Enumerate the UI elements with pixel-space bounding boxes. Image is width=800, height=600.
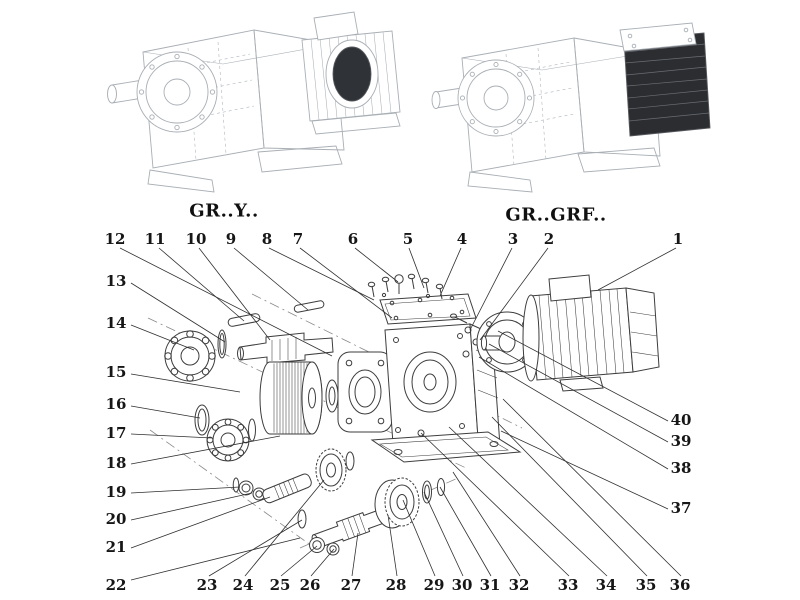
callout-15: 15 xyxy=(105,363,127,381)
callout-25: 25 xyxy=(269,576,291,594)
intermediate-washers xyxy=(232,477,266,501)
ball-bearing-a xyxy=(164,330,216,382)
callout-7: 7 xyxy=(292,230,304,248)
callout-31: 31 xyxy=(479,576,501,594)
top-cover xyxy=(379,293,477,325)
variant-label-gr-y: GR..Y.. xyxy=(189,200,259,222)
large-gear xyxy=(259,361,323,435)
callout-28: 28 xyxy=(385,576,407,594)
callout-21: 21 xyxy=(105,538,127,556)
callout-19: 19 xyxy=(105,483,127,501)
bolt-circle xyxy=(459,61,533,135)
intermediate-gear xyxy=(315,448,355,492)
callout-13: 13 xyxy=(105,272,127,290)
callout-29: 29 xyxy=(423,576,445,594)
callout-34: 34 xyxy=(595,576,617,594)
eye-bolt xyxy=(394,274,404,294)
variant-label-gr-grf: GR..GRF.. xyxy=(505,204,607,226)
gearbox-housing xyxy=(384,323,501,447)
callout-39: 39 xyxy=(670,432,692,450)
callout-30: 30 xyxy=(451,576,473,594)
callout-18: 18 xyxy=(105,454,127,472)
callout-27: 27 xyxy=(340,576,362,594)
callout-4: 4 xyxy=(456,230,468,248)
callout-38: 38 xyxy=(670,459,692,477)
ball-bearing-b xyxy=(206,418,250,462)
callout-32: 32 xyxy=(508,576,530,594)
callout-10: 10 xyxy=(185,230,207,248)
callout-12: 12 xyxy=(104,230,126,248)
callout-9: 9 xyxy=(225,230,237,248)
retaining-ring xyxy=(217,329,227,359)
callout-24: 24 xyxy=(232,576,254,594)
electric-motor xyxy=(522,274,660,392)
callout-35: 35 xyxy=(635,576,657,594)
circlip xyxy=(248,418,256,442)
cover-bolts xyxy=(367,273,444,300)
motor-flange xyxy=(476,311,538,373)
bearing-cover-plate xyxy=(337,351,393,433)
shaft-key-1 xyxy=(227,313,261,327)
callout-37: 37 xyxy=(670,499,692,517)
callout-16: 16 xyxy=(105,395,127,413)
illustration-gr-grf xyxy=(431,22,711,193)
shaft-key-2 xyxy=(293,300,325,313)
callout-3: 3 xyxy=(507,230,519,248)
leader-lines xyxy=(119,247,682,581)
callout-33: 33 xyxy=(557,576,579,594)
illustration-gr-y xyxy=(107,11,401,193)
output-rings xyxy=(422,478,446,504)
callout-17: 17 xyxy=(105,424,127,442)
exploded-view xyxy=(164,273,660,556)
callout-6: 6 xyxy=(347,230,359,248)
callout-14: 14 xyxy=(105,314,127,332)
output-washers xyxy=(297,509,340,556)
callout-26: 26 xyxy=(299,576,321,594)
bolt-circle xyxy=(138,53,216,131)
callout-11: 11 xyxy=(144,230,166,248)
oil-seal xyxy=(194,404,210,436)
callout-5: 5 xyxy=(402,230,414,248)
callout-36: 36 xyxy=(669,576,691,594)
motor-core-dark xyxy=(332,46,372,102)
callout-40: 40 xyxy=(670,411,692,429)
pinion-shaft xyxy=(262,473,312,504)
callout-2: 2 xyxy=(543,230,555,248)
callout-1: 1 xyxy=(672,230,684,248)
output-gear xyxy=(374,477,420,529)
callout-22: 22 xyxy=(105,576,127,594)
housing-base xyxy=(370,431,522,463)
input-shaft xyxy=(237,332,334,364)
callout-23: 23 xyxy=(196,576,218,594)
callout-8: 8 xyxy=(261,230,273,248)
callout-20: 20 xyxy=(105,510,127,528)
